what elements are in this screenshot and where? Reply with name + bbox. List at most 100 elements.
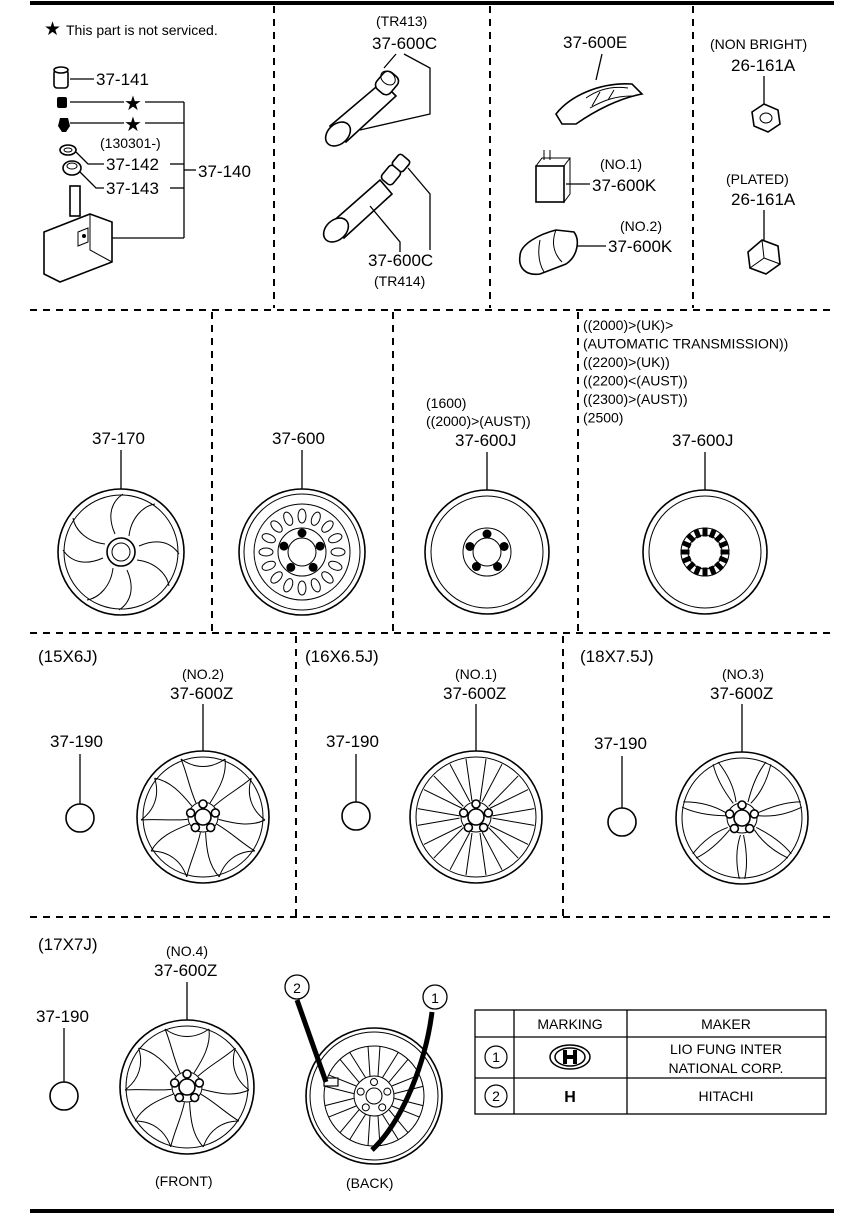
spare2-note: ((2200)<(AUST)) <box>583 373 688 389</box>
weights-section: 37-600E (NO.1) 37-600K (NO.2) 37-600K <box>518 33 673 276</box>
table-row: 1 LIO FUNG INTER NATIONAL CORP. <box>484 1041 784 1076</box>
lug-nut-plated <box>747 239 781 275</box>
spare2-note: (AUTOMATIC TRANSMISSION)) <box>583 336 788 352</box>
alloy-15-section: (15X6J) 37-190 (NO.2) 37-600Z <box>38 647 270 884</box>
spare2-note: (2500) <box>583 410 623 426</box>
back-label: (BACK) <box>346 1175 393 1191</box>
alloy-wheel-17-back <box>305 1027 443 1165</box>
steel-wheel <box>238 488 366 616</box>
center-cap-1 <box>65 803 95 833</box>
wheel-cover <box>57 488 185 616</box>
size-17x7j: (17X7J) <box>38 935 98 954</box>
alloy3-no: (NO.3) <box>722 666 764 682</box>
header-marking: MARKING <box>537 1016 602 1032</box>
clip-on-weight <box>555 83 644 125</box>
maker-table: MARKING MAKER 1 LIO FUNG INTER NATIONAL … <box>474 1009 827 1115</box>
weight-e-part: 37-600E <box>563 33 627 52</box>
alloy3-part: 37-600Z <box>710 684 773 703</box>
tr413-note: (TR413) <box>376 13 427 29</box>
table-row: 2 H HITACHI <box>484 1084 754 1108</box>
callout-1-leader <box>370 1011 435 1152</box>
alloy1-no: (NO.2) <box>182 666 224 682</box>
alloy-17-section: (17X7J) 37-190 (NO.4) 37-600Z (FRONT) (B… <box>36 935 448 1191</box>
tpms-section: ★ This part is not serviced. 37-141 ★ ★ … <box>43 19 251 283</box>
spare-wheel-1 <box>424 489 550 615</box>
alloy-wheel-15 <box>136 750 270 884</box>
legend-note: This part is not serviced. <box>66 22 218 38</box>
washer <box>59 144 77 156</box>
callout-2-leader <box>294 999 329 1083</box>
steel-part: 37-600 <box>272 429 325 448</box>
valves-section: (TR413) 37-600C 37-600C (TR414) <box>322 13 437 289</box>
maker-1-line1: LIO FUNG INTER <box>670 1041 782 1057</box>
alloy-16-section: (16X6.5J) 37-190 (NO.1) 37-600Z <box>305 647 543 884</box>
alloy-wheel-18 <box>675 751 809 885</box>
svg-text:2: 2 <box>293 980 301 996</box>
alloy2-no: (NO.1) <box>455 666 497 682</box>
spare2-note: ((2000)>(UK)> <box>583 317 673 333</box>
spare1-part: 37-600J <box>455 431 516 450</box>
nut-plated-part: 26-161A <box>731 190 796 209</box>
alloy1-part: 37-600Z <box>170 684 233 703</box>
maker-2-line1: HITACHI <box>699 1088 754 1104</box>
maker-1-line2: NATIONAL CORP. <box>669 1060 784 1076</box>
nut-nonbright-part: 26-161A <box>731 56 796 75</box>
lug-nut-nonbright <box>751 103 781 133</box>
weight-k2-note: (NO.2) <box>620 218 662 234</box>
star-icon: ★ <box>124 93 142 115</box>
part-37-142: 37-142 <box>106 155 159 174</box>
tr414-part: 37-600C <box>368 251 433 270</box>
tr414-note: (TR414) <box>374 273 425 289</box>
nuts-section: (NON BRIGHT) 26-161A (PLATED) 26-161A <box>710 36 807 275</box>
valve-core <box>57 97 67 108</box>
alloy-wheel-17-front <box>119 1019 255 1155</box>
cap3-part: 37-190 <box>594 734 647 753</box>
svg-text:1: 1 <box>431 990 439 1006</box>
marking-2: H <box>564 1089 576 1106</box>
spare1-note2: ((2000)>(AUST)) <box>426 413 531 429</box>
valve-nut <box>58 118 70 132</box>
spare-wheel-1-section: (1600) ((2000)>(AUST)) 37-600J <box>424 395 550 615</box>
spare2-note: ((2300)>(AUST)) <box>583 391 688 407</box>
spare2-part: 37-600J <box>672 431 733 450</box>
weight-k2-part: 37-600K <box>608 237 673 256</box>
callout-1: 1 <box>422 984 448 1010</box>
cap4-part: 37-190 <box>36 1007 89 1026</box>
svg-text:2: 2 <box>492 1088 500 1104</box>
part-37-143: 37-143 <box>106 179 159 198</box>
steel-wheel-section: 37-600 <box>238 429 366 616</box>
alloy2-part: 37-600Z <box>443 684 506 703</box>
date-code: (130301-) <box>100 135 161 151</box>
section-dividers <box>30 6 834 918</box>
nut-plated-note: (PLATED) <box>726 171 789 187</box>
size-18x75j: (18X7.5J) <box>580 647 654 666</box>
center-cap-2 <box>341 801 371 831</box>
grommet <box>62 160 82 176</box>
cap1-part: 37-190 <box>50 732 103 751</box>
spare-wheel-2 <box>642 489 768 615</box>
cap2-part: 37-190 <box>326 732 379 751</box>
alloy4-no: (NO.4) <box>166 943 208 959</box>
header-maker: MAKER <box>701 1016 751 1032</box>
svg-text:1: 1 <box>492 1049 500 1065</box>
lio-fung-logo-icon <box>549 1044 591 1070</box>
star-icon: ★ <box>44 19 61 40</box>
callout-2: 2 <box>284 974 310 1000</box>
valve-cap <box>53 66 69 89</box>
valve-stem-tr413 <box>324 70 400 147</box>
spare-wheel-2-section: ((2000)>(UK)> (AUTOMATIC TRANSMISSION)) ((… <box>583 317 788 615</box>
wheel-cover-section: 37-170 <box>57 429 185 616</box>
adhesive-weight-no1 <box>535 150 571 204</box>
spare1-note1: (1600) <box>426 395 466 411</box>
alloy4-part: 37-600Z <box>154 961 217 980</box>
tr413-part: 37-600C <box>372 34 437 53</box>
weight-k1-note: (NO.1) <box>600 156 642 172</box>
size-16x65j: (16X6.5J) <box>305 647 379 666</box>
alloy-wheel-16 <box>409 750 543 884</box>
nut-nonbright-note: (NON BRIGHT) <box>710 36 807 52</box>
cover-part: 37-170 <box>92 429 145 448</box>
front-label: (FRONT) <box>155 1173 213 1189</box>
alloy-18-section: (18X7.5J) 37-190 (NO.3) 37-600Z <box>580 647 809 885</box>
star-icon: ★ <box>124 114 142 136</box>
